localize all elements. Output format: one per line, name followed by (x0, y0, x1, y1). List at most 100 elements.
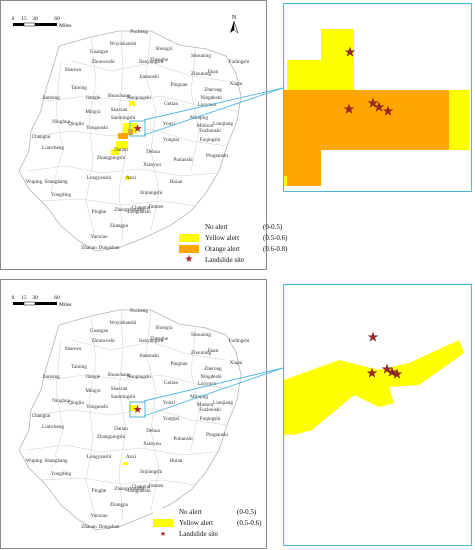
top-zoom-svg: ★ ★ ★ ★ ★ (284, 29, 469, 186)
place-label: Dongshan (98, 524, 119, 530)
landslide-star: ★ (392, 367, 403, 381)
scale-bar: 0 15 30 60 Miles (12, 295, 72, 308)
legend-range: (0.5-0.6) (237, 518, 262, 527)
place-label: Changtai (132, 205, 151, 211)
place-label: Jianning (42, 95, 60, 101)
place-label: Changtai (32, 134, 51, 140)
place-label: Xiapu (230, 81, 243, 87)
landslide-star: ★ (367, 366, 378, 380)
legend-row-yellow-alert: Yellow alert (0.5-0.6) (153, 517, 262, 528)
orange-patch (284, 150, 321, 186)
place-label: Shongxi (155, 325, 173, 331)
province-outline (18, 30, 242, 252)
place-label: Yonganshi (86, 404, 109, 410)
place-label: Fudingshi (229, 59, 250, 65)
place-label: Jinmen (149, 483, 164, 489)
legend-label: Landslide site (205, 255, 245, 264)
scale-unit: Miles (59, 23, 72, 29)
place-label: Zhangpingshi (97, 155, 126, 161)
place-label: Datian (114, 426, 128, 432)
place-label: Zhangzhoushi (114, 207, 144, 213)
legend-label: Yellow alert (179, 518, 214, 527)
place-label: Lianjiang (213, 400, 233, 406)
place-label: Longhaishi (127, 488, 151, 494)
place-label: Jiangle (86, 95, 101, 101)
place-label: Sanmingshi (111, 115, 136, 121)
place-label: Huian (170, 458, 183, 464)
place-label: Minqing (190, 394, 208, 400)
place-label: Jianyangshi (139, 338, 164, 344)
place-label: Minqing (190, 115, 208, 121)
place-label: Jianoushi (139, 353, 159, 359)
place-label: Zhouning (191, 350, 212, 356)
landslide-star: ★ (383, 104, 394, 118)
legend-label: Yellow alert (205, 233, 240, 242)
place-label: Qingliu (68, 121, 84, 127)
place-label: Wuyishanshi (110, 41, 137, 47)
legend-label: Orange alert (205, 244, 240, 253)
legend-swatch (179, 222, 199, 231)
star-icon: ★ (184, 253, 194, 265)
place-label: Pucheng (130, 29, 148, 35)
place-label: Jianning (42, 374, 60, 380)
place-label: Luoyuan (198, 102, 217, 108)
scale-tick: 30 (32, 16, 38, 22)
landslide-star: ★ (387, 365, 398, 379)
place-label: Longhaishi (127, 209, 151, 215)
place-label: Shaowu (65, 346, 82, 352)
landslide-star: ★ (344, 102, 355, 116)
place-label: Wuyishanshi (110, 320, 137, 326)
place-label: Fuan (208, 348, 219, 354)
orange-patch (118, 133, 128, 139)
place-label: Zherong (204, 366, 222, 372)
place-label: Datian (114, 147, 128, 153)
legend-range: (0.6-0.8) (263, 244, 288, 253)
place-label: Pingnan (170, 82, 187, 88)
place-label: Xianyou (143, 162, 161, 168)
place-label: Liancheng (42, 424, 64, 430)
yellow-patch (129, 405, 137, 411)
place-label: Taining (71, 364, 87, 370)
yellow-patch (321, 29, 354, 91)
star-icon: ★ (159, 529, 167, 538)
place-label: Jianoushi (139, 74, 159, 80)
yellow-patch (123, 462, 128, 465)
scale-tick: 60 (54, 16, 60, 22)
place-label: Zhouwushi (91, 338, 115, 344)
place-label: Yongding (51, 192, 72, 198)
place-label: Nanpingshi (127, 95, 151, 101)
place-label: Shaowu (65, 67, 82, 73)
place-label: Liancheng (42, 145, 64, 151)
place-label: Yongtai (163, 137, 180, 143)
legend-swatch (179, 233, 199, 242)
place-label: Zhouning (191, 71, 212, 77)
place-label: Zhangpu (110, 502, 129, 508)
place-label: Shouning (191, 332, 211, 338)
place-label: Guangze (90, 49, 109, 55)
place-label: Yunxiao (90, 234, 108, 240)
place-label: Putianshi (173, 157, 193, 163)
yellow-patch (287, 60, 323, 90)
legend-row-orange-alert: Orange alert (0.6-0.8) (179, 243, 288, 254)
scale-tick: 15 (21, 16, 27, 22)
place-label: Ningdeshi (200, 95, 222, 101)
place-label: Anxi (126, 175, 137, 181)
place-label: Putianshi (173, 436, 193, 442)
place-label: Gutian (164, 101, 179, 107)
place-label: Fuan (208, 69, 219, 75)
yellow-patch (111, 149, 119, 155)
place-label: Shanghang (44, 458, 67, 464)
place-label: Mingxi (85, 109, 101, 115)
place-label: Pingnan (170, 361, 187, 367)
place-label: Pingtanshi (206, 153, 228, 159)
place-label: Dongshan (98, 245, 119, 251)
place-label: Dehua (146, 428, 160, 434)
place-label: Yonganshi (86, 125, 109, 131)
scale-tick: 0 (12, 295, 15, 301)
place-label: Gutian (164, 380, 179, 386)
place-label: Ningdeshi (200, 374, 222, 380)
place-label: Longyanshi (87, 175, 112, 181)
place-label: Zhenghe (150, 336, 169, 342)
north-arrow-icon: N (230, 15, 239, 34)
